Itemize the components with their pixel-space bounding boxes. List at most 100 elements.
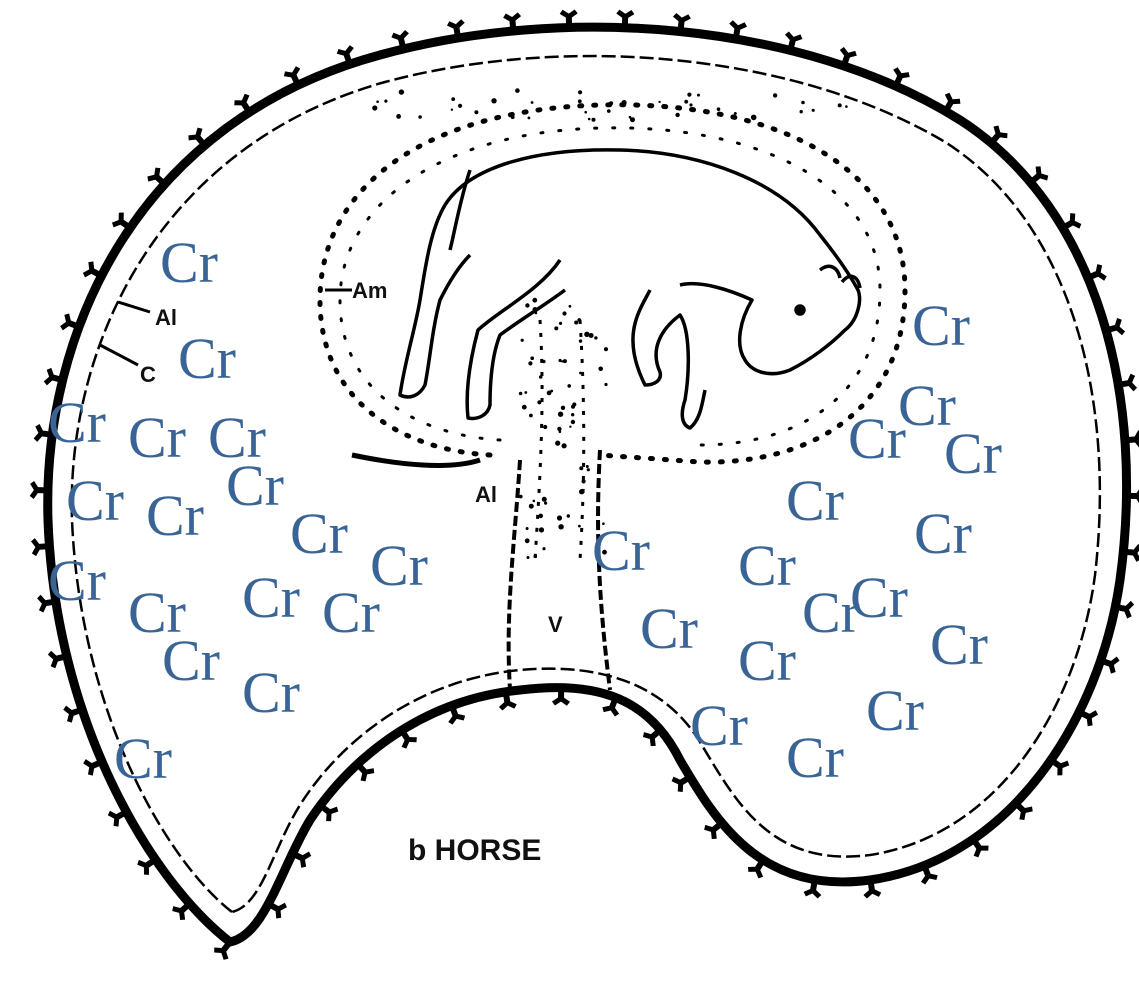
stipple-dot [521,339,524,342]
cr-overlay-mark: Cr [178,326,236,391]
cr-overlay-mark: Cr [930,612,988,677]
stipple-dot [396,114,401,119]
stipple-dot [525,303,529,307]
stipple-dot [571,413,574,416]
stipple-dot [622,100,627,105]
stipple-dot [579,339,582,342]
stipple-dot [542,360,546,364]
stipple-dot [586,465,589,468]
stipple-dot [587,468,590,471]
cr-overlay-mark: Cr [162,628,220,693]
stipple-dot [491,98,496,103]
stipple-dot [687,93,691,97]
stipple-dot [532,298,537,303]
stipple-dot [577,318,581,322]
cr-overlay-mark: Cr [914,501,972,566]
stipple-dot [604,383,607,386]
cr-overlay-mark: Cr [592,518,650,583]
stipple-dot [604,347,608,351]
cr-overlay-mark: Cr [48,548,106,613]
stipple-dot [630,117,635,122]
stipple-dot [609,101,613,105]
membrane-stippling [372,88,848,559]
stipple-dot [751,115,757,121]
cr-overlay-mark: Cr [738,628,796,693]
cr-overlay-mark: Cr [866,678,924,743]
stipple-dot [658,101,660,103]
stipple-dot [697,94,700,97]
stipple-dot [522,405,527,410]
stipple-dot [525,538,530,543]
stipple-dot [418,115,422,119]
stipple-dot [579,489,584,494]
stipple-dot [558,524,563,529]
cr-overlay-mark: Cr [786,468,844,533]
stipple-dot [569,305,572,308]
stipple-dot [531,101,534,104]
stipple-dot [584,111,587,114]
cr-overlay-mark: Cr [786,725,844,790]
stipple-dot [689,103,692,106]
stipple-dot [557,515,562,520]
stipple-dot [558,412,563,417]
stipple-dot [542,497,547,502]
cr-overlay-mark: Cr [848,406,906,471]
cr-overlay-mark: Cr [690,693,748,758]
stipple-dot [534,555,538,559]
stipple-dot [675,113,679,117]
cr-overlay-mark: Cr [290,501,348,566]
stipple-dot [845,105,848,108]
stipple-dot [529,414,533,418]
stipple-dot [594,336,597,339]
stipple-dot [511,115,515,119]
stipple-dot [684,100,688,104]
cr-overlay-mark: Cr [738,533,796,598]
stipple-dot [592,118,596,122]
stipple-dot [607,109,611,113]
stipple-dot [474,110,478,114]
label-amnion: Am [352,278,387,303]
stipple-dot [376,100,379,103]
stipple-dot [579,372,582,375]
cr-overlay-mark: Cr [128,405,186,470]
label-allantois-lower: Al [475,482,497,507]
stipple-dot [561,360,563,362]
stipple-dot [384,100,387,103]
stipple-dot [528,117,531,120]
stipple-dot [533,307,538,312]
label-chorion: C [140,362,156,387]
stipple-dot [717,107,721,111]
cr-overlay-mark: Cr [114,726,172,791]
cr-overlay-mark: Cr [802,580,860,645]
stipple-dot [588,118,591,121]
stipple-dot [812,109,815,112]
stipple-dot [524,391,527,394]
stipple-dot [567,384,571,388]
stipple-dot [539,527,544,532]
stipple-dot [578,90,582,94]
stipple-dot [372,105,377,110]
cr-overlay-mark: Cr [160,230,218,295]
stipple-dot [554,326,558,330]
stipple-dot [773,93,777,97]
cr-overlay-mark: Cr [242,660,300,725]
stipple-dot [578,525,581,528]
stipple-dot [574,321,578,325]
stipple-dot [582,479,586,483]
label-allantois-upper: Al [155,305,177,330]
figure-caption: b HORSE [408,834,541,867]
cr-overlay-mark: Cr [226,453,284,518]
stipple-dot [801,101,805,105]
cr-overlay-mark: Cr [640,596,698,661]
stipple-dot [579,466,583,470]
stipple-dot [569,426,571,428]
stipple-dot [537,400,541,404]
foal-figure [400,150,860,428]
stipple-dot [559,359,562,362]
stipple-dot [547,391,552,396]
cr-overlay-mark: Cr [242,565,300,630]
stipple-dot [559,322,562,325]
stipple-dot [562,443,567,448]
label-vessel: V [548,612,563,637]
